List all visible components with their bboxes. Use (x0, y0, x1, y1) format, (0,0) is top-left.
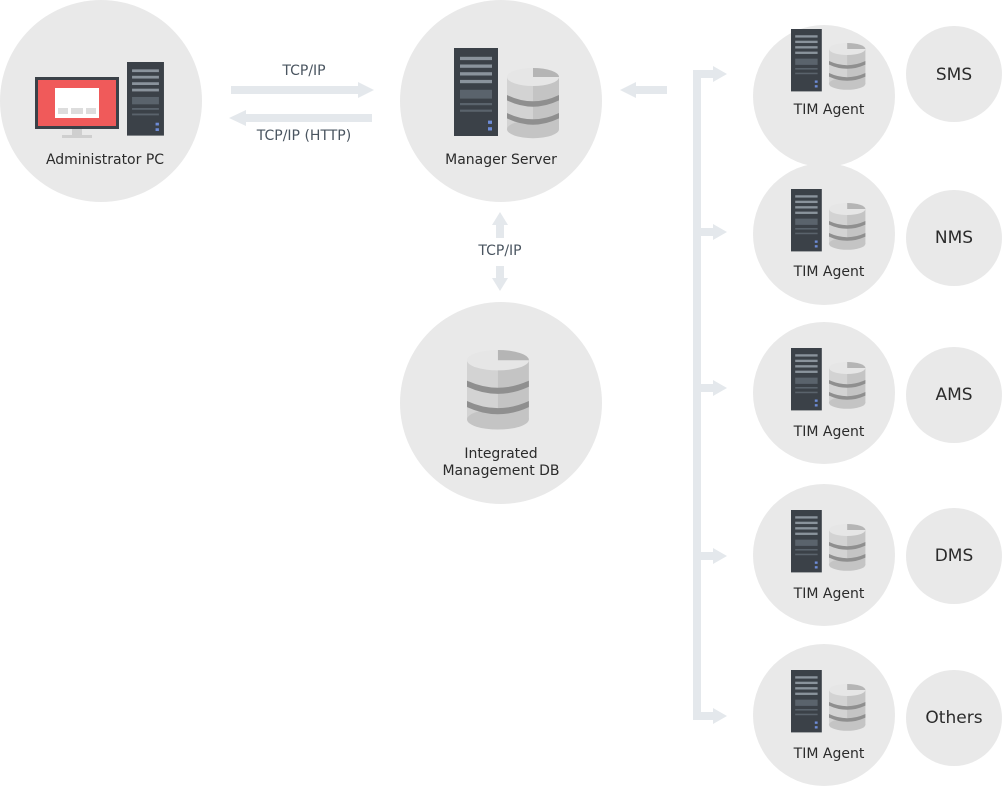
connection-label-server-db: TCP/IP (478, 243, 522, 259)
agent-node-sms (753, 25, 895, 167)
agent-label: TIM Agent (793, 424, 865, 440)
agent-node-others (753, 644, 895, 786)
system-node-ams (906, 347, 1002, 443)
monitor-icon (35, 77, 119, 138)
server-tower-icon (454, 48, 498, 136)
agent-bus (693, 66, 727, 724)
agent-icons-ams (791, 348, 866, 411)
system-label-dms: DMS (934, 546, 974, 566)
database-icon (507, 68, 559, 139)
system-node-others (906, 670, 1002, 766)
agent-node-nms (753, 163, 895, 305)
system-label-nms: NMS (934, 228, 974, 248)
arrow-server-db (492, 212, 508, 291)
administrator-pc-label: Administrator PC (45, 152, 165, 168)
connection-label-server-to-pc: TCP/IP (HTTP) (256, 128, 352, 144)
system-label-ams: AMS (935, 385, 973, 405)
server-tower-icon (127, 62, 164, 136)
system-node-sms (906, 26, 1002, 122)
manager-server-label: Manager Server (445, 152, 557, 168)
integrated-db-label-line2: Management DB (442, 463, 560, 479)
agent-icons-dms (791, 510, 866, 573)
system-label-others: Others (925, 708, 983, 728)
integrated-db-label-line1: Integrated (464, 446, 538, 462)
connection-label-pc-to-server: TCP/IP (282, 63, 326, 79)
agent-label: TIM Agent (793, 264, 865, 280)
agent-node-dms (753, 484, 895, 626)
system-node-nms (906, 190, 1002, 286)
database-icon (467, 350, 529, 430)
agent-icons-sms (791, 29, 866, 92)
arrow-pc-to-server (231, 82, 374, 98)
agent-label: TIM Agent (793, 102, 865, 118)
arrow-server-to-pc (229, 110, 372, 126)
agent-node-ams (753, 322, 895, 464)
system-label-sms: SMS (935, 65, 973, 85)
agent-icons-nms (791, 189, 866, 252)
manager-server-node (400, 0, 602, 202)
system-node-dms (906, 508, 1002, 604)
agent-icons-others (791, 670, 866, 733)
agent-label: TIM Agent (793, 586, 865, 602)
arrow-agents-to-server (620, 82, 667, 98)
agent-label: TIM Agent (793, 746, 865, 762)
